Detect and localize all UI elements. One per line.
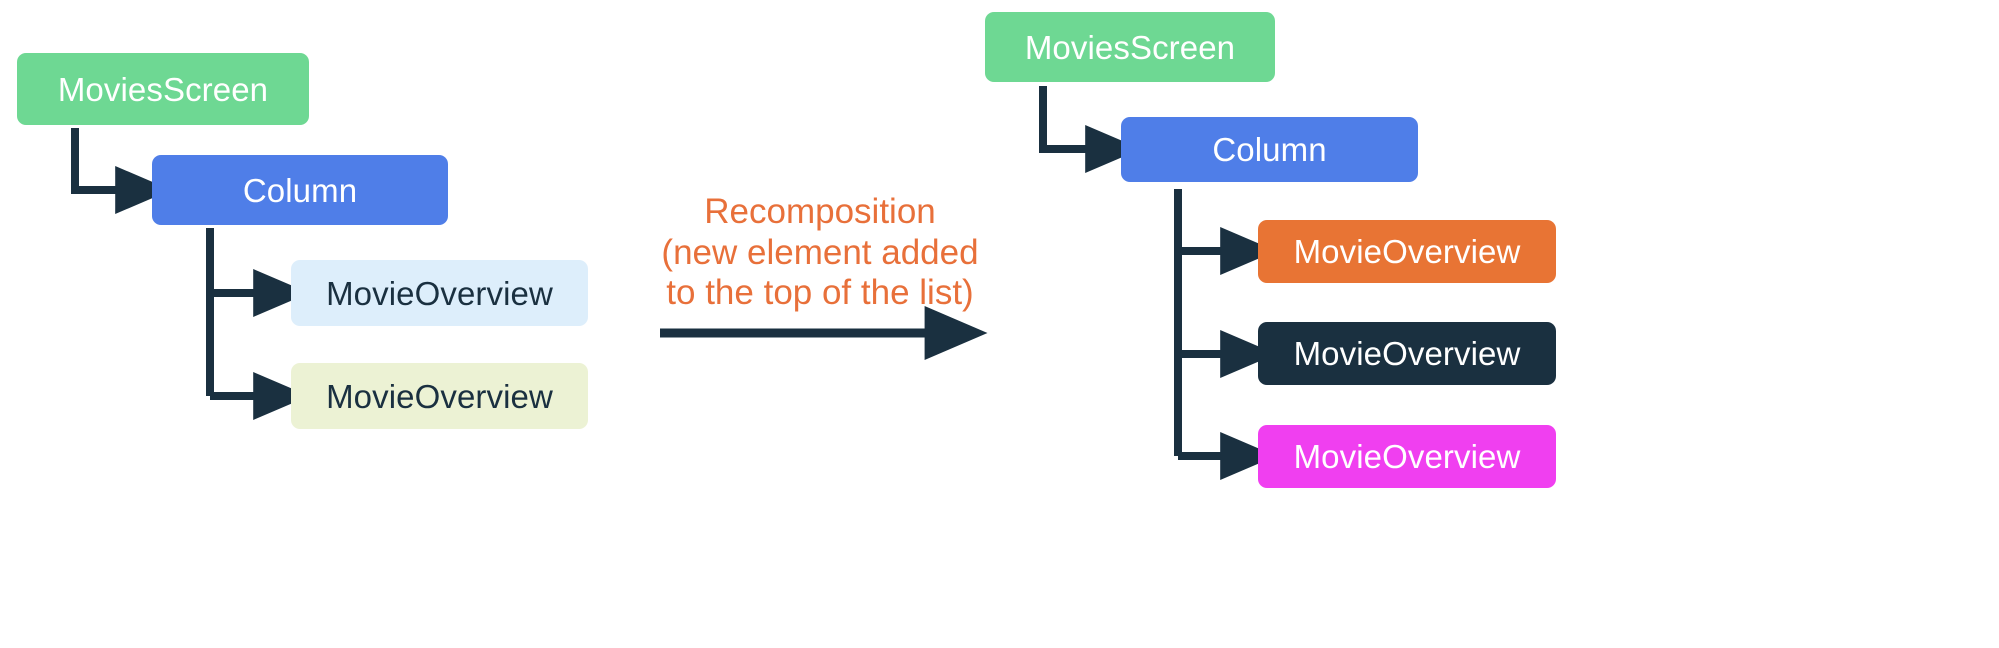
right-node-movie-overview-2[interactable]: MovieOverview — [1258, 322, 1556, 385]
right-node-movie-overview-3-label: MovieOverview — [1293, 438, 1521, 475]
recomposition-caption-line-1: Recomposition — [704, 192, 936, 231]
connector-left-root-to-column — [71, 128, 172, 214]
right-node-movie-overview-1[interactable]: MovieOverview — [1258, 220, 1556, 283]
connector-right-column-to-children — [1174, 189, 1277, 480]
right-node-movie-overview-3[interactable]: MovieOverview — [1258, 425, 1556, 488]
recomposition-caption-line-2: (new element added — [661, 232, 979, 272]
left-node-movie-overview-1-label: MovieOverview — [326, 274, 553, 312]
left-node-movies-screen[interactable]: MoviesScreen — [17, 53, 309, 125]
right-node-movies-screen[interactable]: MoviesScreen — [985, 12, 1275, 82]
left-node-movie-overview-1[interactable]: MovieOverview — [291, 260, 588, 326]
connector-right-root-to-column — [1039, 86, 1142, 173]
left-node-column[interactable]: Column — [152, 155, 448, 225]
right-node-column-label: Column — [1212, 131, 1327, 168]
right-node-column[interactable]: Column — [1121, 117, 1418, 182]
right-node-movies-screen-label: MoviesScreen — [1024, 28, 1236, 66]
connector-left-column-to-children — [206, 228, 310, 420]
left-node-movies-screen-label: MoviesScreen — [57, 70, 269, 108]
right-node-movie-overview-2-label: MovieOverview — [1293, 335, 1521, 372]
left-node-movie-overview-2-label: MovieOverview — [326, 377, 553, 415]
recomposition-caption-line-3: to the top of the list) — [666, 273, 974, 313]
left-node-column-label: Column — [242, 171, 358, 209]
right-node-movie-overview-1-label: MovieOverview — [1293, 233, 1521, 270]
left-node-movie-overview-2[interactable]: MovieOverview — [291, 363, 588, 429]
recomposition-caption: Recomposition (new element added to the … — [650, 192, 990, 314]
